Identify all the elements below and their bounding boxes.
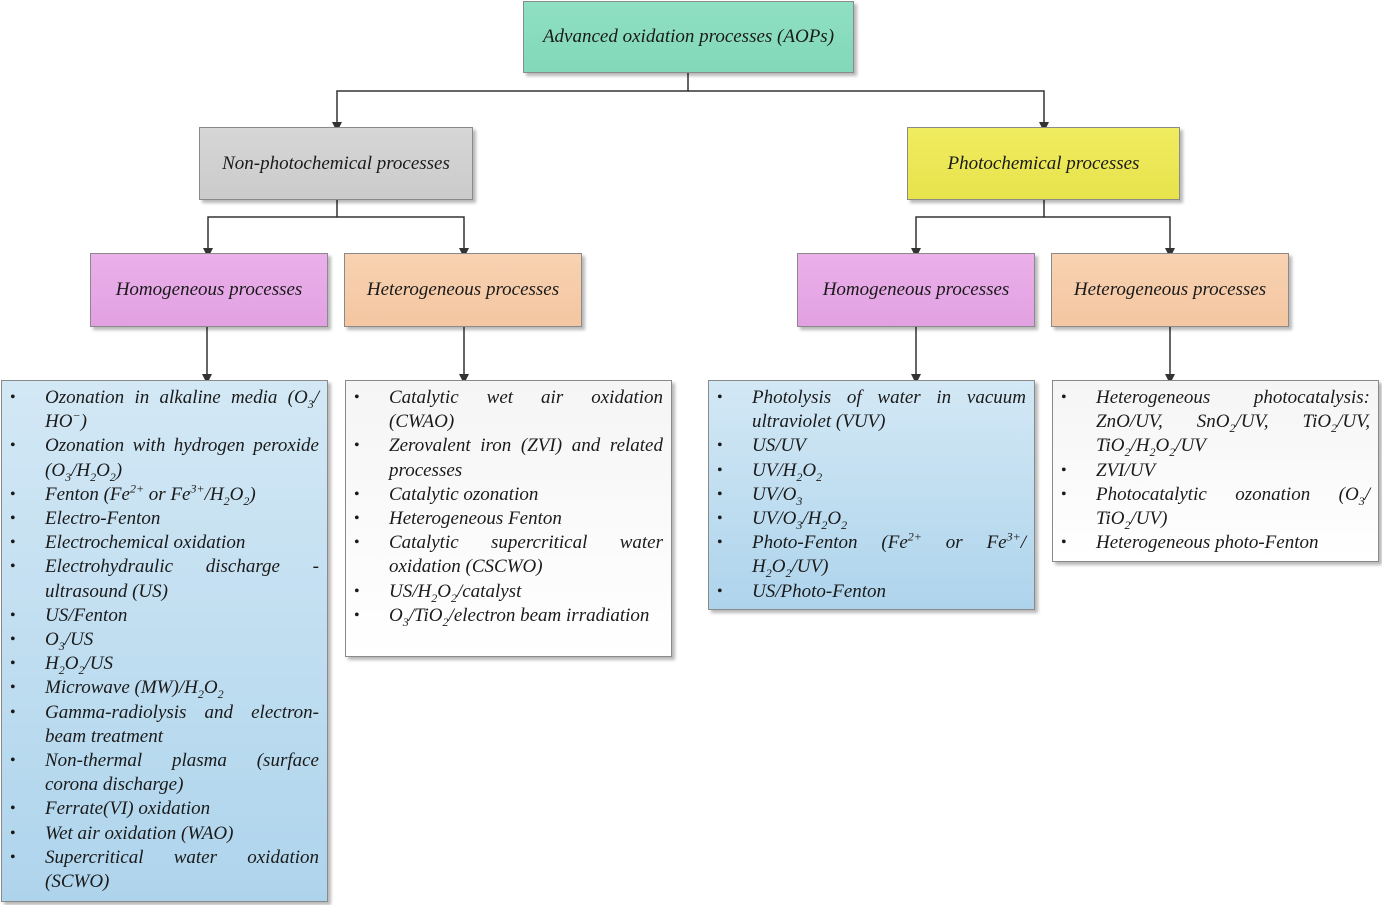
nonphoto-homogeneous-label: Homogeneous processes xyxy=(115,279,303,300)
nonphoto-heterogeneous-label: Heterogeneous processes xyxy=(366,279,560,300)
photo-homogeneous-list: Photolysis of water in vacuum ultraviole… xyxy=(708,380,1035,610)
list-item: Photocatalytic ozonation (O3/ TiO2/UV) xyxy=(1061,483,1370,531)
connector-photo-to-heterogeneous xyxy=(1044,216,1175,258)
non-photochemical-node: Non-photochemical processes xyxy=(199,127,473,200)
list-item: Heterogeneous Fenton xyxy=(354,507,663,531)
root-node: Advanced oxidation processes (AOPs) xyxy=(523,1,854,73)
connector-photo-to-homogeneous xyxy=(911,200,1045,258)
connector-root-to-photochemical xyxy=(688,90,1049,132)
list-item: Photolysis of water in vacuum ultraviole… xyxy=(717,386,1026,434)
non-photochemical-label: Non-photochemical processes xyxy=(222,152,450,174)
list-item: Zerovalent iron (ZVI) and related proces… xyxy=(354,434,663,482)
list-item: UV/O3/H2O2 xyxy=(717,507,1026,531)
photo-heterogeneous-node: Heterogeneous processes xyxy=(1051,253,1289,327)
list-item: Electro-Fenton xyxy=(10,507,319,531)
connector-nonphoto-to-heterogeneous xyxy=(337,216,469,258)
photo-heterogeneous-list: Heterogeneous photocatalysis: ZnO/UV, Sn… xyxy=(1052,380,1379,562)
list-item: O3/TiO2/electron beam irradiation xyxy=(354,604,663,628)
list-item: UV/O3 xyxy=(717,483,1026,507)
list-item: Non-thermal plasma (surface corona disch… xyxy=(10,749,319,797)
list-item: Heterogeneous photo-Fenton xyxy=(1061,531,1370,555)
process-list: Heterogeneous photocatalysis: ZnO/UV, Sn… xyxy=(1061,386,1370,556)
list-item: US/H2O2/catalyst xyxy=(354,580,663,604)
list-item: O3/US xyxy=(10,628,319,652)
process-list: Photolysis of water in vacuum ultraviole… xyxy=(717,386,1026,604)
photochemical-node: Photochemical processes xyxy=(907,127,1180,200)
list-item: Wet air oxidation (WAO) xyxy=(10,822,319,846)
list-item: Ozonation with hydrogen peroxide (O3/H2O… xyxy=(10,434,319,482)
photo-homogeneous-node: Homogeneous processes xyxy=(797,253,1035,327)
root-label: Advanced oxidation processes (AOPs) xyxy=(542,26,835,47)
connector-nonphoto-to-homogeneous xyxy=(203,200,338,258)
nonphoto-heterogeneous-list: Catalytic wet air oxidation (CWAO)Zerova… xyxy=(345,380,672,657)
list-item: Electrochemical oxidation xyxy=(10,531,319,555)
list-item: Heterogeneous photocatalysis: ZnO/UV, Sn… xyxy=(1061,386,1370,459)
list-item: UV/H2O2 xyxy=(717,459,1026,483)
list-item: Microwave (MW)/H2O2 xyxy=(10,676,319,700)
connector-root-to-non-photochemical xyxy=(332,73,689,132)
list-item: Ozonation in alkaline media (O3/ HO−) xyxy=(10,386,319,434)
list-item: US/UV xyxy=(717,434,1026,458)
nonphoto-heterogeneous-node: Heterogeneous processes xyxy=(344,253,582,327)
list-item: Electrohydraulic discharge - ultrasound … xyxy=(10,555,319,603)
nonphoto-homogeneous-node: Homogeneous processes xyxy=(90,253,328,327)
list-item: US/Fenton xyxy=(10,604,319,628)
list-item: Gamma-radiolysis and electron-beam treat… xyxy=(10,701,319,749)
list-item: Fenton (Fe2+ or Fe3+/H2O2) xyxy=(10,482,319,507)
list-item: Photo-Fenton (Fe2+ or Fe3+/ H2O2/UV) xyxy=(717,531,1026,579)
list-item: Catalytic wet air oxidation (CWAO) xyxy=(354,386,663,434)
nonphoto-homogeneous-list: Ozonation in alkaline media (O3/ HO−)Ozo… xyxy=(1,380,328,902)
photo-homogeneous-label: Homogeneous processes xyxy=(822,279,1010,300)
list-item: Catalytic supercritical water oxidation … xyxy=(354,531,663,579)
list-item: Supercritical water oxidation (SCWO) xyxy=(10,846,319,894)
list-item: ZVI/UV xyxy=(1061,459,1370,483)
list-item: Catalytic ozonation xyxy=(354,483,663,507)
photochemical-label: Photochemical processes xyxy=(947,152,1140,174)
process-list: Catalytic wet air oxidation (CWAO)Zerova… xyxy=(354,386,663,628)
photo-heterogeneous-label: Heterogeneous processes xyxy=(1073,279,1267,300)
list-item: US/Photo-Fenton xyxy=(717,580,1026,604)
list-item: H2O2/US xyxy=(10,652,319,676)
process-list: Ozonation in alkaline media (O3/ HO−)Ozo… xyxy=(10,386,319,894)
list-item: Ferrate(VI) oxidation xyxy=(10,797,319,821)
